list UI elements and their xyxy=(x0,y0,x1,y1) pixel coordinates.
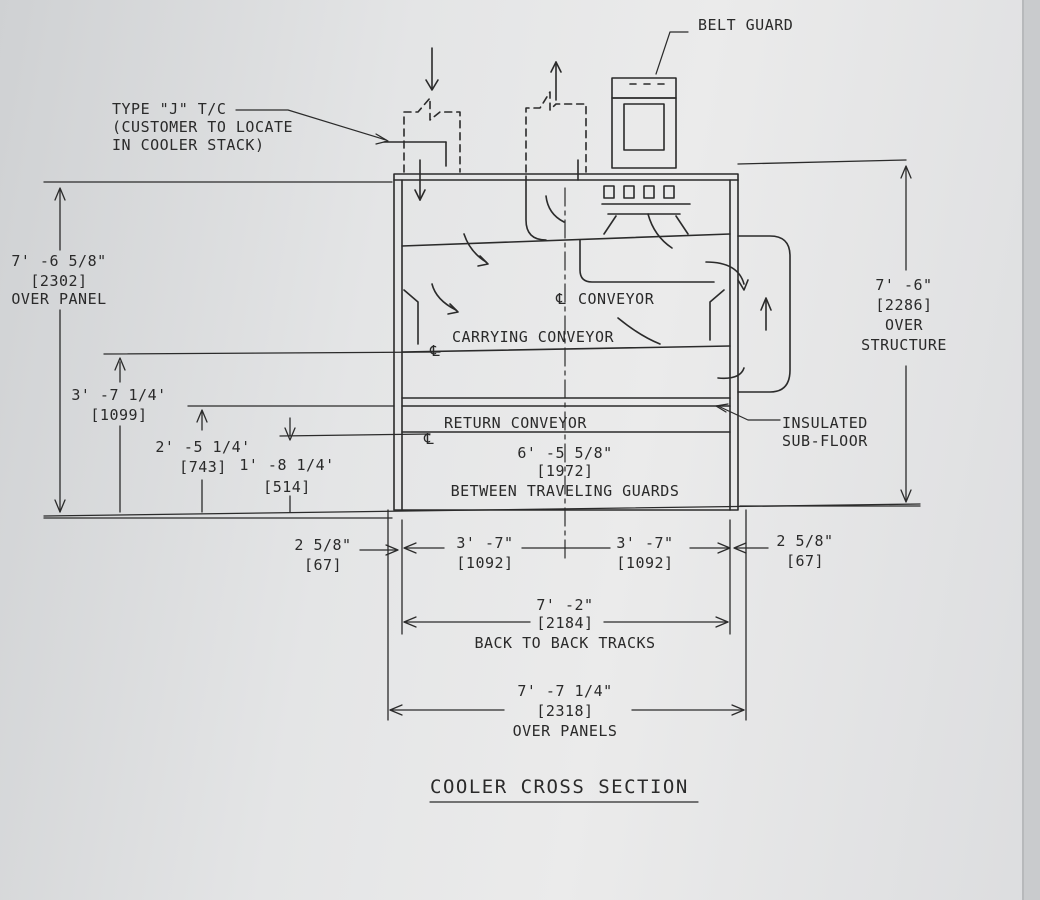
between-guards-metric: [1972] xyxy=(536,462,594,480)
back-to-back-imperial: 7' -2" xyxy=(536,596,594,614)
over-structure-note-1: OVER xyxy=(884,316,924,334)
height-743-metric: [743] xyxy=(179,458,227,476)
left-offset-metric: [67] xyxy=(303,556,343,574)
carrying-conveyor-label: CARRYING CONVEYOR xyxy=(452,328,615,346)
airflow-arrows xyxy=(431,195,772,380)
leader-lines xyxy=(235,31,781,803)
between-guards-note: BETWEEN TRAVELING GUARDS xyxy=(450,482,680,500)
over-panels-metric: [2318] xyxy=(536,702,594,720)
height-514-metric: [514] xyxy=(263,478,311,496)
centerline-symbol-carrying: ℄ xyxy=(430,342,441,360)
horizontal-dimensions xyxy=(43,503,921,721)
over-structure-note-2: STRUCTURE xyxy=(861,336,947,354)
between-guards-imperial: 6' -5 5/8" xyxy=(517,444,613,462)
carrying-height-metric: [1099] xyxy=(90,406,148,424)
over-panels-imperial: 7' -7 1/4" xyxy=(517,682,613,700)
centerline-symbol-return: ℄ xyxy=(424,430,435,448)
over-structure-imperial: 7' -6" xyxy=(875,276,933,294)
right-half-metric: [1092] xyxy=(616,554,674,572)
centerline-symbol: ℄ xyxy=(556,290,567,308)
over-panel-height-imperial: 7' -6 5/8" xyxy=(11,252,107,270)
left-offset-imperial: 2 5/8" xyxy=(294,536,352,554)
belt-guard-label: BELT GUARD xyxy=(698,16,794,34)
center-stack xyxy=(525,61,587,181)
left-half-metric: [1092] xyxy=(456,554,514,572)
conveyor-label: CONVEYOR xyxy=(578,290,655,308)
thermocouple-label-2: (CUSTOMER TO LOCATE xyxy=(112,118,294,136)
thermocouple-label-1: TYPE "J" T/C xyxy=(112,100,227,118)
insulated-label-1: INSULATED xyxy=(782,414,868,432)
carrying-height-imperial: 3' -7 1/4' xyxy=(71,386,167,404)
height-743-imperial: 2' -5 1/4' xyxy=(155,438,251,456)
left-stack xyxy=(383,47,461,201)
cooler-housing xyxy=(393,173,791,511)
belt-guard xyxy=(611,77,677,169)
right-half-imperial: 3' -7" xyxy=(616,534,674,552)
return-conveyor-label: RETURN CONVEYOR xyxy=(444,414,587,432)
over-panel-height-metric: [2302] xyxy=(30,272,88,290)
right-offset-imperial: 2 5/8" xyxy=(776,532,834,550)
back-to-back-metric: [2184] xyxy=(536,614,594,632)
over-panels-note: OVER PANELS xyxy=(512,722,618,740)
right-offset-metric: [67] xyxy=(785,552,825,570)
height-514-imperial: 1' -8 1/4' xyxy=(239,456,335,474)
over-panel-height-note: OVER PANEL xyxy=(11,290,107,308)
drawing-title: COOLER CROSS SECTION xyxy=(430,776,689,798)
sheet-edge xyxy=(1022,0,1040,900)
thermocouple-label-3: IN COOLER STACK) xyxy=(112,136,265,154)
back-to-back-note: BACK TO BACK TRACKS xyxy=(474,634,656,652)
left-half-imperial: 3' -7" xyxy=(456,534,514,552)
over-structure-metric: [2286] xyxy=(875,296,933,314)
insulated-label-2: SUB-FLOOR xyxy=(782,432,868,450)
